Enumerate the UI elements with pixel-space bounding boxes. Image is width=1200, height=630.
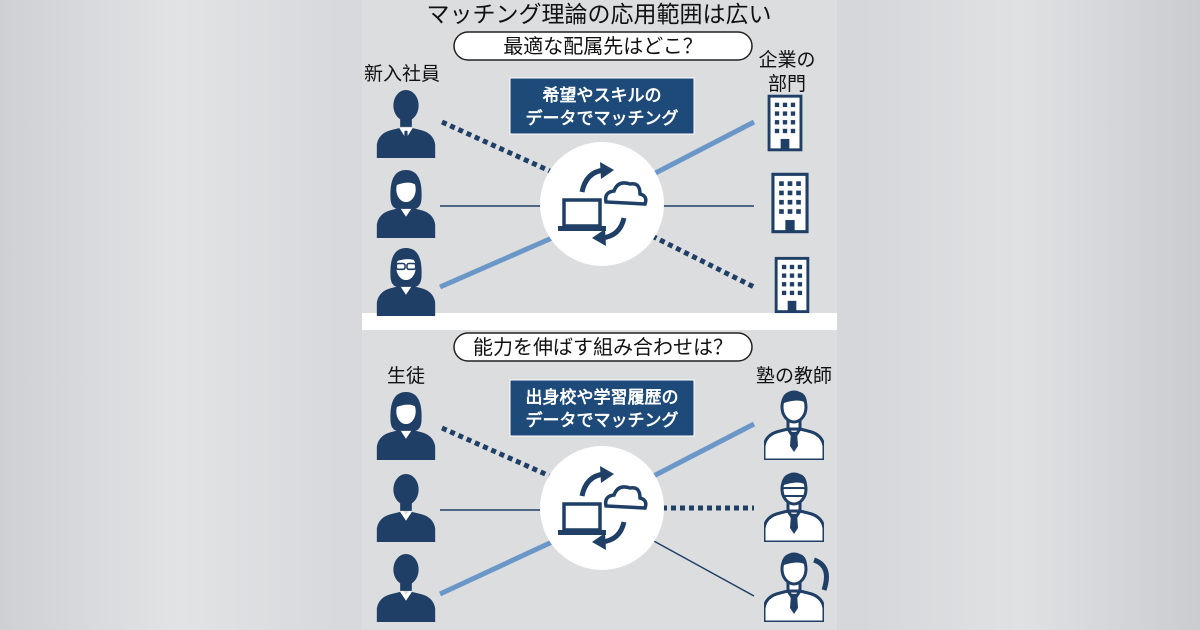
connection-thick — [640, 421, 756, 485]
box-1-line-2: データでマッチング — [526, 108, 679, 129]
page-title: マッチング理論の応用範囲は広い — [427, 2, 772, 28]
left-label-2: 生徒 — [387, 365, 425, 387]
ponytail-icon — [813, 557, 829, 591]
hub-circle-2 — [540, 446, 664, 570]
question-pill-2 — [453, 332, 753, 362]
matching-box-2 — [509, 379, 695, 437]
question-1: 最適な配属先はどこ？ — [503, 34, 702, 58]
question-pill-1 — [453, 31, 753, 61]
hub-circle-1 — [540, 142, 664, 266]
connection-thick — [438, 235, 554, 290]
left-label-1: 新入社員 — [364, 63, 440, 85]
connection-dotted — [650, 233, 756, 290]
building-icon — [771, 172, 809, 234]
box-2-line-1: 出身校や学習履歴の — [526, 387, 679, 408]
building-icon — [774, 256, 810, 314]
connection-thick — [640, 119, 756, 183]
glasses-icon — [781, 487, 807, 497]
right-label-1a: 企業の — [758, 49, 815, 71]
right-label-1b: 部門 — [768, 73, 806, 95]
connection-dotted — [440, 119, 554, 175]
box-1-line-1: 希望やスキルの — [543, 85, 662, 106]
matching-box-1 — [509, 77, 695, 135]
connection-thin — [651, 539, 755, 597]
connection-dotted — [440, 425, 554, 480]
question-2: 能力を伸ばす組み合わせは？ — [473, 335, 733, 359]
box-2-line-2: データでマッチング — [526, 410, 679, 431]
right-label-2: 塾の教師 — [756, 365, 832, 387]
connection-thick — [438, 539, 554, 597]
building-icon — [767, 94, 803, 152]
infographic-panel: マッチング理論の応用範囲は広い 最適な配属先はどこ？ 新入社員 企業の 部門 希… — [362, 0, 837, 630]
